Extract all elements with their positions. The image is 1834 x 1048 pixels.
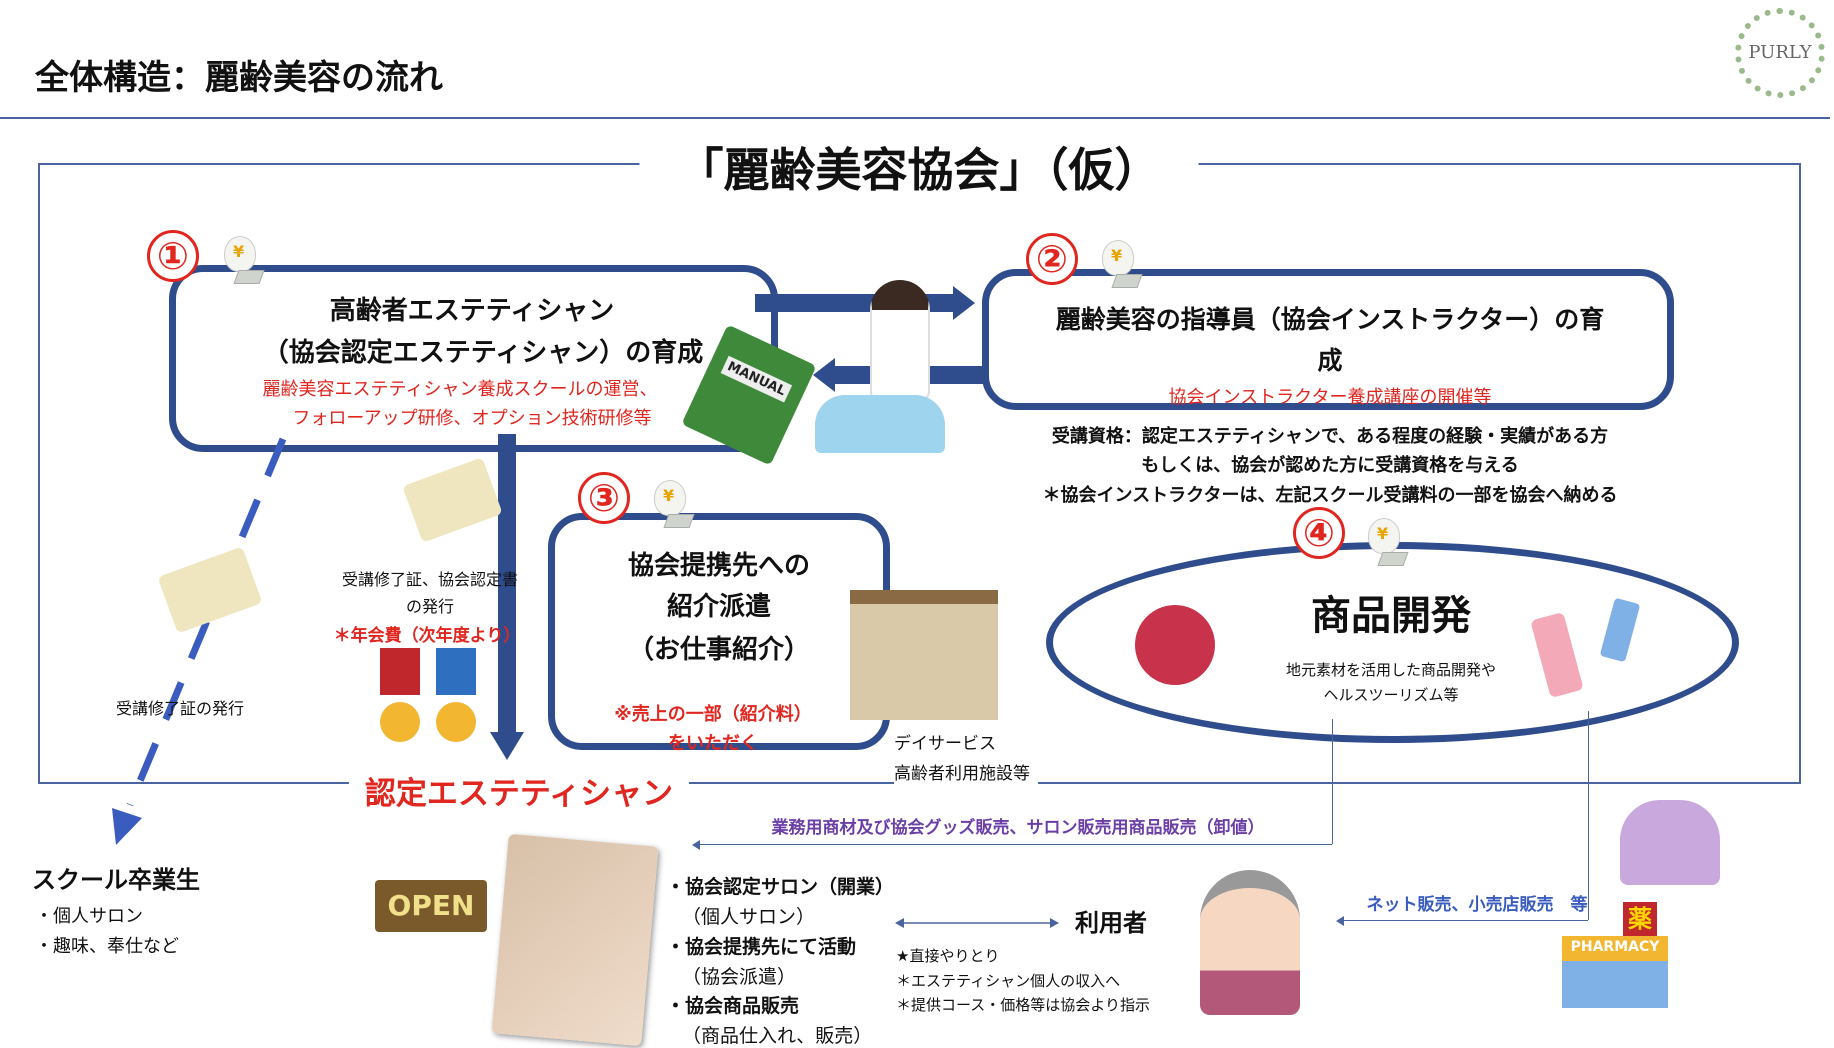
step2-box [982,269,1674,410]
step2-note: もしくは、協会が認めた方に受講資格を与える [1141,455,1519,476]
step4-detail: ヘルスツーリズム等 [1323,686,1459,704]
activity-item: （商品仕入れ、販売） [682,1025,873,1047]
arrow-down [498,434,516,734]
retail-line [1340,920,1588,921]
wholesale-label: 業務用商材及び協会グッズ販売、サロン販売用商品販売（卸値） [771,818,1265,838]
money-bag-icon [1100,232,1143,288]
arrow-head [692,840,700,850]
step4-detail: 地元素材を活用した商品開発や [1285,661,1497,679]
step1-detail: 麗齢美容エステティシャン養成スクールの運営、 [262,379,658,400]
users-note: ＊エステティシャン個人の収入へ [896,972,1121,990]
wholesale-line [1332,719,1333,844]
client-illustration [815,395,945,453]
step3-number: ③ [578,472,630,524]
instructor-illustration [870,280,930,400]
purly-logo: PURLY [1735,8,1825,98]
step1-title: 高齢者エステティシャン [329,296,615,326]
users-note: ★直接やりとり [896,947,1000,965]
step1-detail: フォローアップ研修、オプション技術研修等 [292,408,652,429]
step3-box [548,513,890,750]
step3-title: 紹介派遣 [666,592,772,622]
step2-note: 受講資格：認定エステティシャンで、ある程度の経験・実績がある方 [1051,426,1609,447]
money-bag-icon [222,228,265,284]
header-divider [0,117,1830,119]
step2-number: ② [1026,233,1078,285]
graduates-title: スクール卒業生 [32,866,200,894]
step4-title: 商品開発 [1311,593,1471,639]
open-sign: OPEN [375,880,487,932]
step3-detail: をいただく [668,733,758,754]
step1-number: ① [147,230,199,282]
graduates-item: ・個人サロン [35,906,143,927]
medal-icon [380,648,420,742]
certificate-label: 受講修了証の発行 [115,699,245,718]
salon-photo [491,833,659,1047]
activity-item: ・協会商品販売 [666,995,800,1017]
step3-detail: ※売上の一部（紹介料） [614,704,812,725]
two-way-arrow [895,918,1059,928]
annual-fee-label: ＊年会費（次年度より） [333,626,521,646]
arrow-right-head [953,286,975,320]
activity-item: ・協会提携先にて活動 [666,936,857,958]
pharmacy-sign: 薬 [1623,902,1657,936]
retail-line [1588,711,1589,920]
step1-box [169,265,778,452]
certificate-issue-label: の発行 [405,597,455,616]
retail-label: ネット販売、小売店販売 等 [1366,895,1588,915]
page-title: 全体構造：麗齢美容の流れ [35,58,443,98]
certificate-issue-label: 受講修了証、協会認定書 [341,570,519,589]
activity-item: （協会派遣） [682,966,797,988]
arrow-left-head [813,358,835,392]
facility-label: 高齢者利用施設等 [894,759,1038,784]
money-bag-icon [652,472,695,528]
online-shopper-illustration [1620,800,1720,885]
step3-title: 協会提携先への [627,551,811,581]
step2-note: ＊協会インストラクターは、左記スクール受講料の一部を協会へ納める [1042,485,1618,506]
arrow-head [1336,916,1344,926]
pharmacy-store: PHARMACY [1562,936,1668,1008]
medal-icon [436,648,476,742]
step3-title: （お仕事紹介） [627,635,811,665]
step2-title: 成 [1317,346,1343,375]
users-title: 利用者 [1075,909,1147,937]
facility-building-icon [850,590,998,720]
users-note: ＊提供コース・価格等は協会より指示 [896,996,1150,1014]
step2-detail: 協会インストラクター養成講座の開催等 [1168,387,1492,408]
cream-jar-icon [1135,605,1215,685]
step1-title: （協会認定エステティシャン）の育成 [262,338,704,368]
step4-number: ④ [1293,507,1345,559]
graduates-item: ・趣味、奉仕など [35,936,179,957]
wholesale-line [696,844,1332,845]
arrow-down-head [490,732,524,760]
elderly-user-illustration [1200,870,1300,1015]
facility-label: デイサービス [894,729,996,754]
certified-esthetician-title: 認定エステティシャン [348,768,690,813]
activity-item: （個人サロン） [682,906,816,928]
activity-item: ・協会認定サロン（開業） [666,876,895,898]
step2-title: 麗齢美容の指導員（協会インストラクター）の育 [1055,305,1605,334]
money-bag-icon [1366,510,1409,566]
association-title: 「麗齢美容協会」（仮） [639,134,1199,200]
